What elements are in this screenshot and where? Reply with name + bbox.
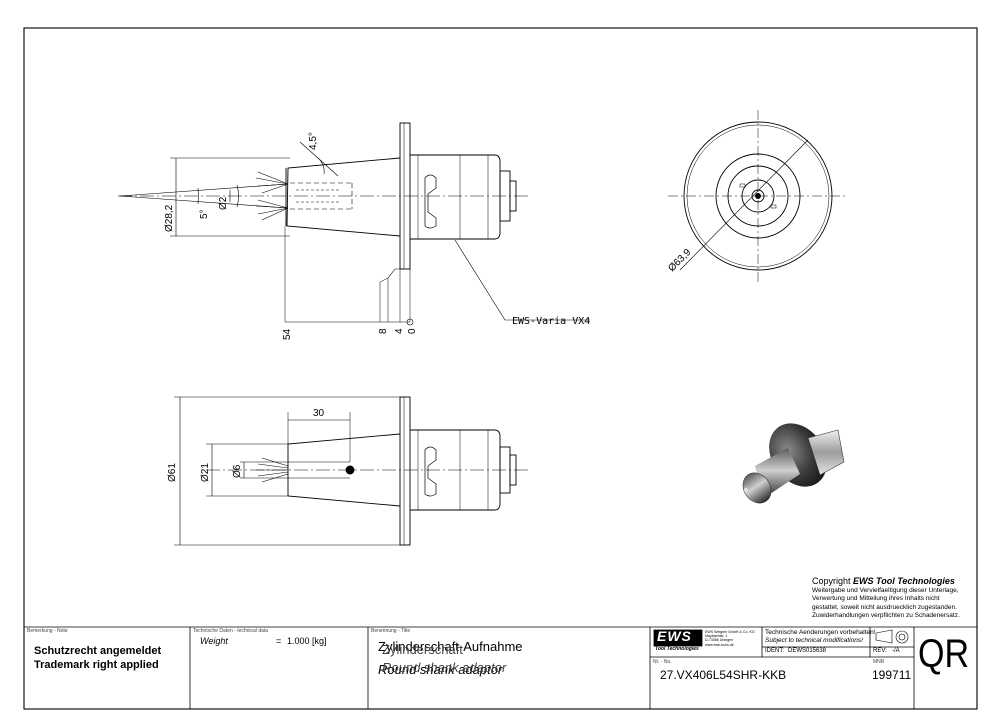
cone-symbol <box>875 629 909 644</box>
weight-value: 1.000 [kg] <box>287 636 327 646</box>
title-block-grid <box>24 626 977 709</box>
notice-en: Subject to technical modifications! <box>765 637 863 644</box>
copyright-line: Weitergabe und Vervielfaeltigung dieser … <box>812 587 959 594</box>
dim-d61: Ø61 <box>167 463 178 482</box>
dim-d2: Ø2 <box>218 196 229 210</box>
isometric-render <box>742 423 845 504</box>
ident-value: DEWS015638 <box>788 648 827 654</box>
copyright-prefix: Copyright <box>812 576 854 586</box>
section-view-labels: Ø61 Ø21 Ø6 30 <box>167 408 325 482</box>
dim-x4: 4 <box>394 328 405 334</box>
mnr-value: 199711 <box>872 668 912 682</box>
title-de: Zylinderschaft-Aufnahme <box>378 639 523 654</box>
company-line: www.ews-tools.de <box>705 642 734 647</box>
company-line: EWS Weigele GmbH & Co. KG <box>705 630 755 634</box>
weight-label: Weight <box>200 636 228 646</box>
company-line: D-73066 Uhingen <box>705 638 734 643</box>
title-overlay-de: Zylinderschaft <box>382 642 463 657</box>
dim-d282: Ø28,2 <box>164 204 175 232</box>
copyright-notice: Copyright EWS Tool Technologies Weiterga… <box>812 576 972 620</box>
notice-de: Technische Aenderungen vorbehalten! <box>765 629 876 636</box>
copyright-line: Zuwiderhandlungen verpflichten zu Schade… <box>812 611 960 619</box>
mnr-label: MNR <box>873 659 885 665</box>
dim-d6: Ø6 <box>232 464 243 478</box>
sheet-border <box>23 27 978 710</box>
remark-label: Bemerkung - Note <box>27 628 68 634</box>
rev-label: REV: <box>873 648 887 654</box>
part-number: 27.VX406L54SHR-KKB <box>660 668 787 682</box>
dim-x54: 54 <box>282 328 293 340</box>
dim-x8: 8 <box>378 328 389 334</box>
copyright-line: Verwertung und Mitteilung ihres Inhalts … <box>812 595 940 603</box>
title-overlay-en: Round shank adaptor <box>382 660 507 675</box>
copyright-line: gestattet, soweit nicht ausdruecklich zu… <box>812 603 957 611</box>
ews-logo: EWS <box>657 628 692 644</box>
callout-label: EWS-Varia VX4 <box>512 316 590 327</box>
ident-label: IDENT: <box>765 648 785 654</box>
dim-x0: 0 <box>407 328 418 334</box>
nr-label: Nr. - No. <box>653 659 672 665</box>
company-address: EWS Weigele GmbH & Co. KG Maybachstr. 1 … <box>705 630 755 647</box>
company-line: Maybachstr. 1 <box>705 634 728 639</box>
title-label: Benennung - Title <box>371 628 411 634</box>
ews-logo-sub: Tool Technologies <box>655 646 699 652</box>
end-view <box>668 110 848 282</box>
dim-l30: 30 <box>313 408 325 419</box>
front-view <box>118 122 590 326</box>
remark-line2: Trademark right applied <box>34 659 159 671</box>
section-view <box>174 396 528 546</box>
dim-ang45: 4,5° <box>308 132 319 150</box>
copyright-brand: EWS Tool Technologies <box>853 576 955 586</box>
rev-value: -/A <box>892 648 900 654</box>
qr-mark: QR <box>918 632 969 676</box>
dim-ang5: 5° <box>199 209 210 219</box>
dim-d21: Ø21 <box>200 463 211 482</box>
weight-eq: = <box>276 636 282 646</box>
title-en: Round shank adaptor <box>378 662 503 677</box>
tech-data-label: Technische Daten - technical data <box>193 628 269 634</box>
remark-line1: Schutzrecht angemeldet <box>34 645 162 657</box>
